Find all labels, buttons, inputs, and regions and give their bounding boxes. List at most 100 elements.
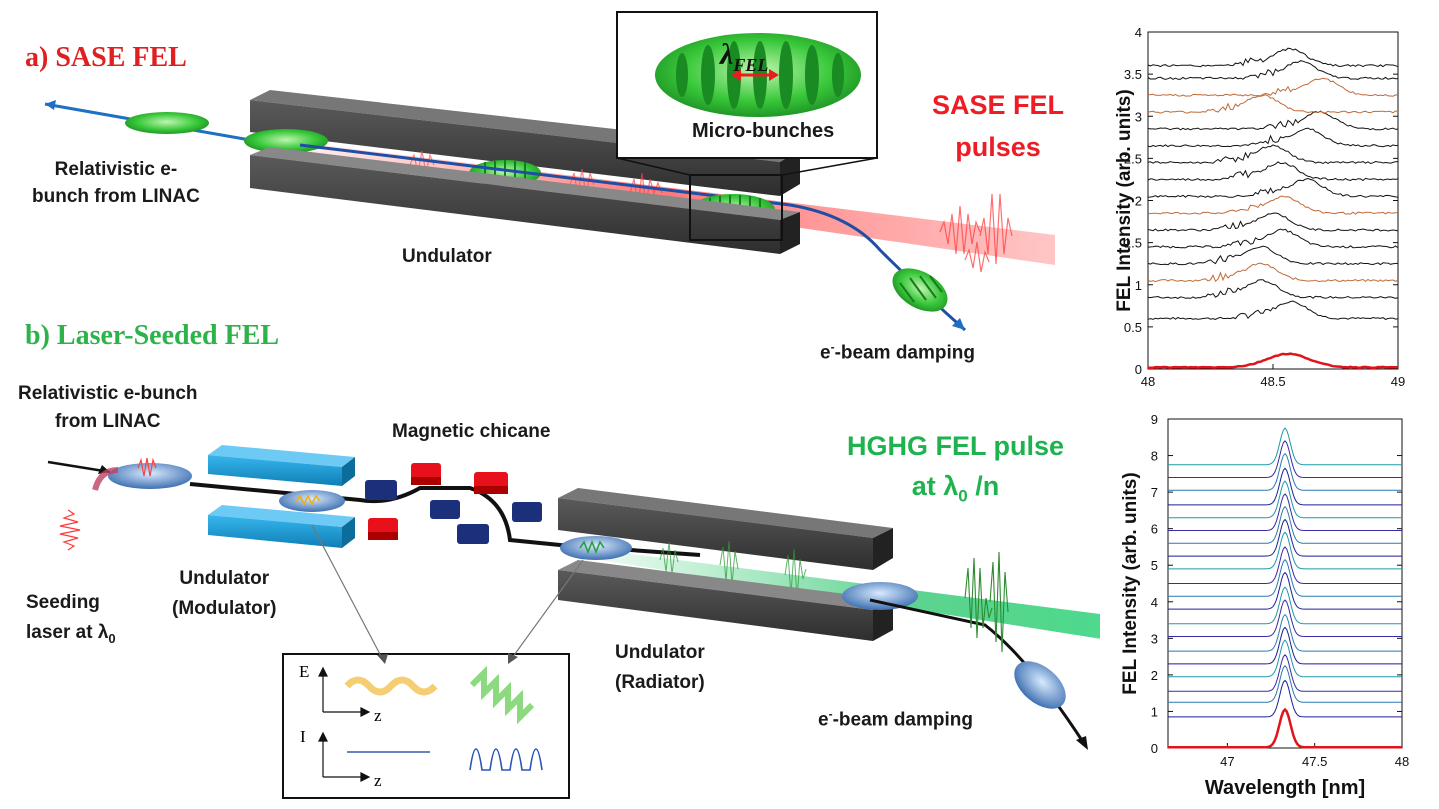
modulator-label: Undulator(Modulator) — [172, 568, 277, 619]
chart2-ytick-label: 6 — [1151, 522, 1158, 537]
chart1-series-line — [1147, 47, 1399, 68]
chart1-ytick-label: 3 — [1135, 109, 1142, 124]
micro-bunches-label: Micro-bunches — [692, 120, 835, 142]
chart1-series-line — [1147, 177, 1399, 198]
chart2-series-line — [1168, 639, 1402, 678]
chart2-series-line — [1168, 440, 1402, 478]
chart2-ytick-label: 1 — [1151, 704, 1158, 719]
e-bunch-a — [125, 112, 209, 134]
chart1-ytick-label: 1.5 — [1124, 236, 1142, 251]
lambda-fel-label: λFEL — [720, 38, 769, 75]
chart2-series-line — [1168, 452, 1402, 491]
chicane-magnets — [365, 463, 542, 544]
chart2-ytick-label: 3 — [1151, 631, 1158, 646]
chart1-series-line — [1148, 195, 1399, 215]
beam-damping-b-label: e--beam damping — [818, 707, 973, 731]
chart2-series-line — [1168, 626, 1402, 665]
inset-z1-axis: z — [374, 706, 382, 725]
chart1-series-line — [1147, 212, 1399, 232]
inset-z2-axis: z — [374, 771, 382, 790]
radiator-bottom — [558, 560, 893, 641]
chart2-series-line — [1168, 599, 1402, 637]
damped-bunch-b — [1014, 661, 1066, 709]
sase-source-label: Relativistic e-bunch from LINAC — [32, 159, 200, 207]
chart2-series-line — [1168, 571, 1402, 610]
chart1-ytick-label: 2 — [1135, 194, 1142, 209]
chart2-average-line — [1168, 707, 1402, 749]
hghg-spectra-chart: 0 1 2 3 4 5 6 7 8 9 47 47.5 48 FEL Intensity (arb. un… — [1120, 412, 1409, 799]
chart2-series-line — [1168, 586, 1402, 625]
electron-path-b — [189, 482, 701, 557]
chart1-series-line — [1147, 262, 1399, 283]
chart1-ytick-label: 0 — [1135, 362, 1142, 377]
hghg-output-pulse — [964, 551, 1009, 653]
chart2-ytick-label: 8 — [1151, 449, 1158, 464]
chart1-xtick-label: 48 — [1141, 374, 1155, 389]
chart2-ytick-label: 4 — [1151, 595, 1158, 610]
chart2-series-line — [1168, 518, 1402, 557]
chart1-ytick-label: 4 — [1135, 25, 1142, 40]
chart1-series-line — [1147, 245, 1399, 266]
chart1-series-line — [1147, 77, 1399, 97]
chart2-xtick-label: 47.5 — [1302, 754, 1327, 769]
inset-e-axis: E — [299, 662, 310, 681]
chart2-ytick-label: 0 — [1151, 741, 1158, 756]
inset-i-axis: I — [300, 727, 306, 746]
chart2-xtick-label: 48 — [1395, 754, 1409, 769]
chart2-series-line — [1168, 480, 1402, 519]
chart2-series-line — [1168, 654, 1402, 692]
modulator-bottom — [208, 505, 355, 548]
chart2-ytick-label: 9 — [1151, 412, 1158, 427]
damped-bunch-a — [892, 268, 948, 312]
undulator-bottom-a — [250, 147, 800, 254]
zoom-box — [689, 174, 783, 241]
chart1-xtick-label: 48.5 — [1260, 374, 1285, 389]
chart1-series-line — [1147, 110, 1399, 131]
magnetic-chicane-label: Magnetic chicane — [392, 421, 551, 442]
chart1-xtick-label: 49 — [1391, 374, 1405, 389]
hghg-pulse-label: HGHG FEL pulse at λ0 /n — [847, 431, 1065, 506]
chart2-ylabel: FEL Intensity (arb. units) — [1120, 472, 1141, 694]
chart1-series-line — [1147, 228, 1399, 249]
chart2-xlabel: Wavelength [nm] — [1205, 777, 1365, 799]
chart1-ylabel: FEL Intensity (arb. units) — [1114, 89, 1135, 311]
sase-undulator-label: Undulator — [402, 246, 492, 267]
chart2-ytick-label: 5 — [1151, 558, 1158, 573]
chart2-series-line — [1168, 493, 1402, 531]
chart1-series-line — [1147, 127, 1399, 148]
sase-title: a) SASE FEL — [25, 42, 187, 73]
chart2-series-line — [1168, 427, 1402, 466]
chart1-series-line — [1147, 279, 1399, 299]
chart2-series-line — [1168, 546, 1402, 584]
sase-spectra-chart: 0 0.5 1 1.5 2 2.5 3 3.5 4 48 48.5 49 FEL Intensity (… — [1114, 25, 1405, 389]
sase-output-pulse — [939, 193, 1013, 273]
chart2-series-line — [1168, 613, 1402, 652]
chart2-ytick-label: 7 — [1151, 485, 1158, 500]
chart1-ytick-label: 1 — [1135, 278, 1142, 293]
chart1-series-line — [1147, 94, 1399, 114]
chart1-series-line — [1147, 300, 1399, 320]
chart2-series-line — [1168, 505, 1402, 544]
beam-damping-a-label: e--beam damping — [820, 340, 975, 364]
chart1-ytick-label: 0.5 — [1124, 320, 1142, 335]
chart1-average-line — [1148, 352, 1399, 369]
modulator-top — [208, 445, 355, 486]
chart1-series-line — [1147, 144, 1399, 165]
chart2-ytick-label: 2 — [1151, 668, 1158, 683]
radiator-label: Undulator(Radiator) — [615, 642, 705, 693]
chart1-ytick-label: 3.5 — [1124, 67, 1142, 82]
seed-laser-pulse — [59, 509, 81, 551]
seeded-title: b) Laser-Seeded FEL — [25, 320, 280, 351]
chart1-series-line — [1147, 161, 1399, 182]
chart2-series-line — [1168, 558, 1402, 597]
chart1-ytick-label: 2.5 — [1124, 151, 1142, 166]
chart2-series-line — [1168, 679, 1402, 718]
chart2-series-line — [1168, 665, 1402, 703]
chart2-xtick-label: 47 — [1220, 754, 1234, 769]
modulated-bunch — [279, 490, 345, 512]
fel-diagram — [44, 11, 1100, 799]
chart2-series-line — [1168, 467, 1402, 506]
